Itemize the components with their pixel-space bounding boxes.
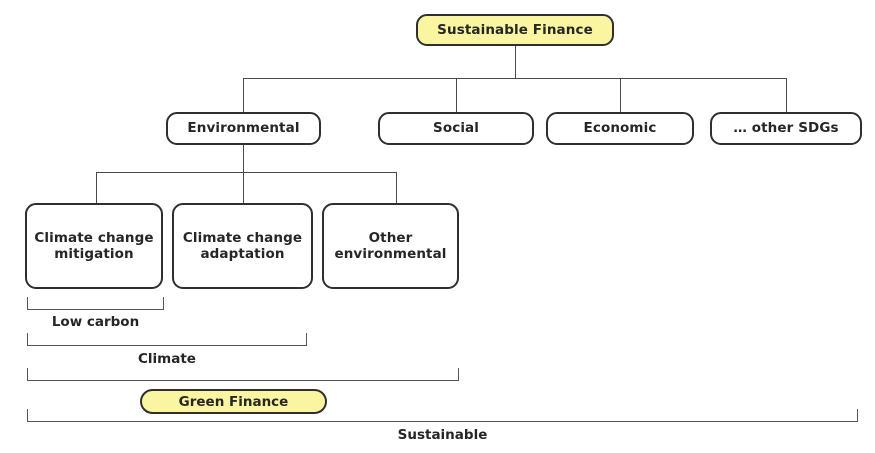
node-sustainable-finance[interactable]: Sustainable Finance [416,14,614,46]
bracket-low-carbon [27,297,164,310]
node-economic[interactable]: Economic [546,112,694,145]
node-other-sdgs-label: … other SDGs [733,120,839,137]
connector-drop-economic [620,78,621,112]
node-other-sdgs[interactable]: … other SDGs [710,112,862,145]
node-social-label: Social [433,120,479,137]
node-sustainable-finance-label: Sustainable Finance [437,21,593,38]
connector-drop-other-sdgs [786,78,787,112]
bracket-climate [27,333,307,346]
node-climate-change-adaptation-label: Climate change adaptation [182,229,303,262]
bracket-green-finance [27,368,459,381]
node-climate-change-mitigation-label: Climate change mitigation [34,229,154,262]
node-economic-label: Economic [583,120,657,137]
bracket-sustainable [27,409,858,422]
node-environmental-label: Environmental [187,120,300,137]
connector-drop-other-environmental [396,172,397,203]
connector-drop-mitigation [96,172,97,203]
node-climate-change-mitigation[interactable]: Climate change mitigation [25,203,163,289]
node-social[interactable]: Social [378,112,534,145]
bracket-climate-label: Climate [138,351,196,367]
node-climate-change-adaptation[interactable]: Climate change adaptation [172,203,313,289]
node-other-environmental-label: Other environmental [334,229,447,262]
connector-drop-social [456,78,457,112]
pill-green-finance[interactable]: Green Finance [140,389,327,414]
connector-level3-bus [96,172,396,173]
connector-drop-environmental [243,78,244,112]
connector-environmental-stem [243,145,244,172]
bracket-low-carbon-label: Low carbon [51,314,140,330]
bracket-sustainable-label: Sustainable [397,427,488,443]
node-other-environmental[interactable]: Other environmental [322,203,459,289]
node-environmental[interactable]: Environmental [166,112,321,145]
connector-drop-adaptation [243,172,244,203]
connector-level2-bus [243,78,786,79]
connector-root-stem [515,46,516,78]
pill-green-finance-label: Green Finance [178,393,289,410]
